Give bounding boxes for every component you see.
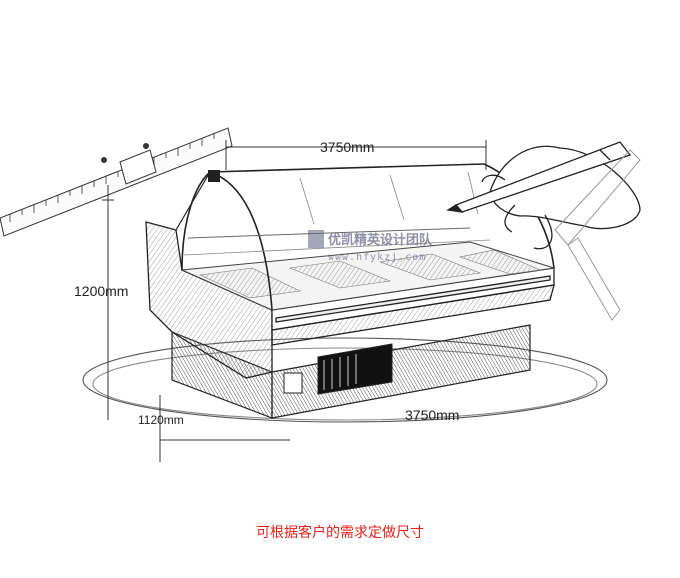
vent-grille xyxy=(283,372,303,394)
watermark: 优凯精英设计团队 www.hfykzj.com xyxy=(308,230,433,263)
dimension-lines xyxy=(102,140,487,462)
side-ruler xyxy=(554,149,641,321)
compressor-panel xyxy=(317,343,393,395)
side-panel xyxy=(145,221,273,379)
watermark-brand: 优凯精英设计团队 xyxy=(328,232,433,248)
front-rails xyxy=(271,267,555,346)
dimension-top-length: 3750mm xyxy=(320,139,374,155)
hand-with-pencil xyxy=(446,141,641,250)
ruler xyxy=(0,127,233,237)
dimension-bottom-length: 3750mm xyxy=(405,407,459,423)
watermark-logo-icon xyxy=(308,230,324,248)
floor-ellipses xyxy=(82,337,608,423)
dimension-depth: 1120mm xyxy=(138,413,184,427)
watermark-url: www.hfykzj.com xyxy=(328,252,426,263)
product-deck xyxy=(180,241,555,311)
custom-size-caption: 可根据客户的需求定做尺寸 xyxy=(256,525,424,541)
dimension-height: 1200mm xyxy=(74,283,128,299)
